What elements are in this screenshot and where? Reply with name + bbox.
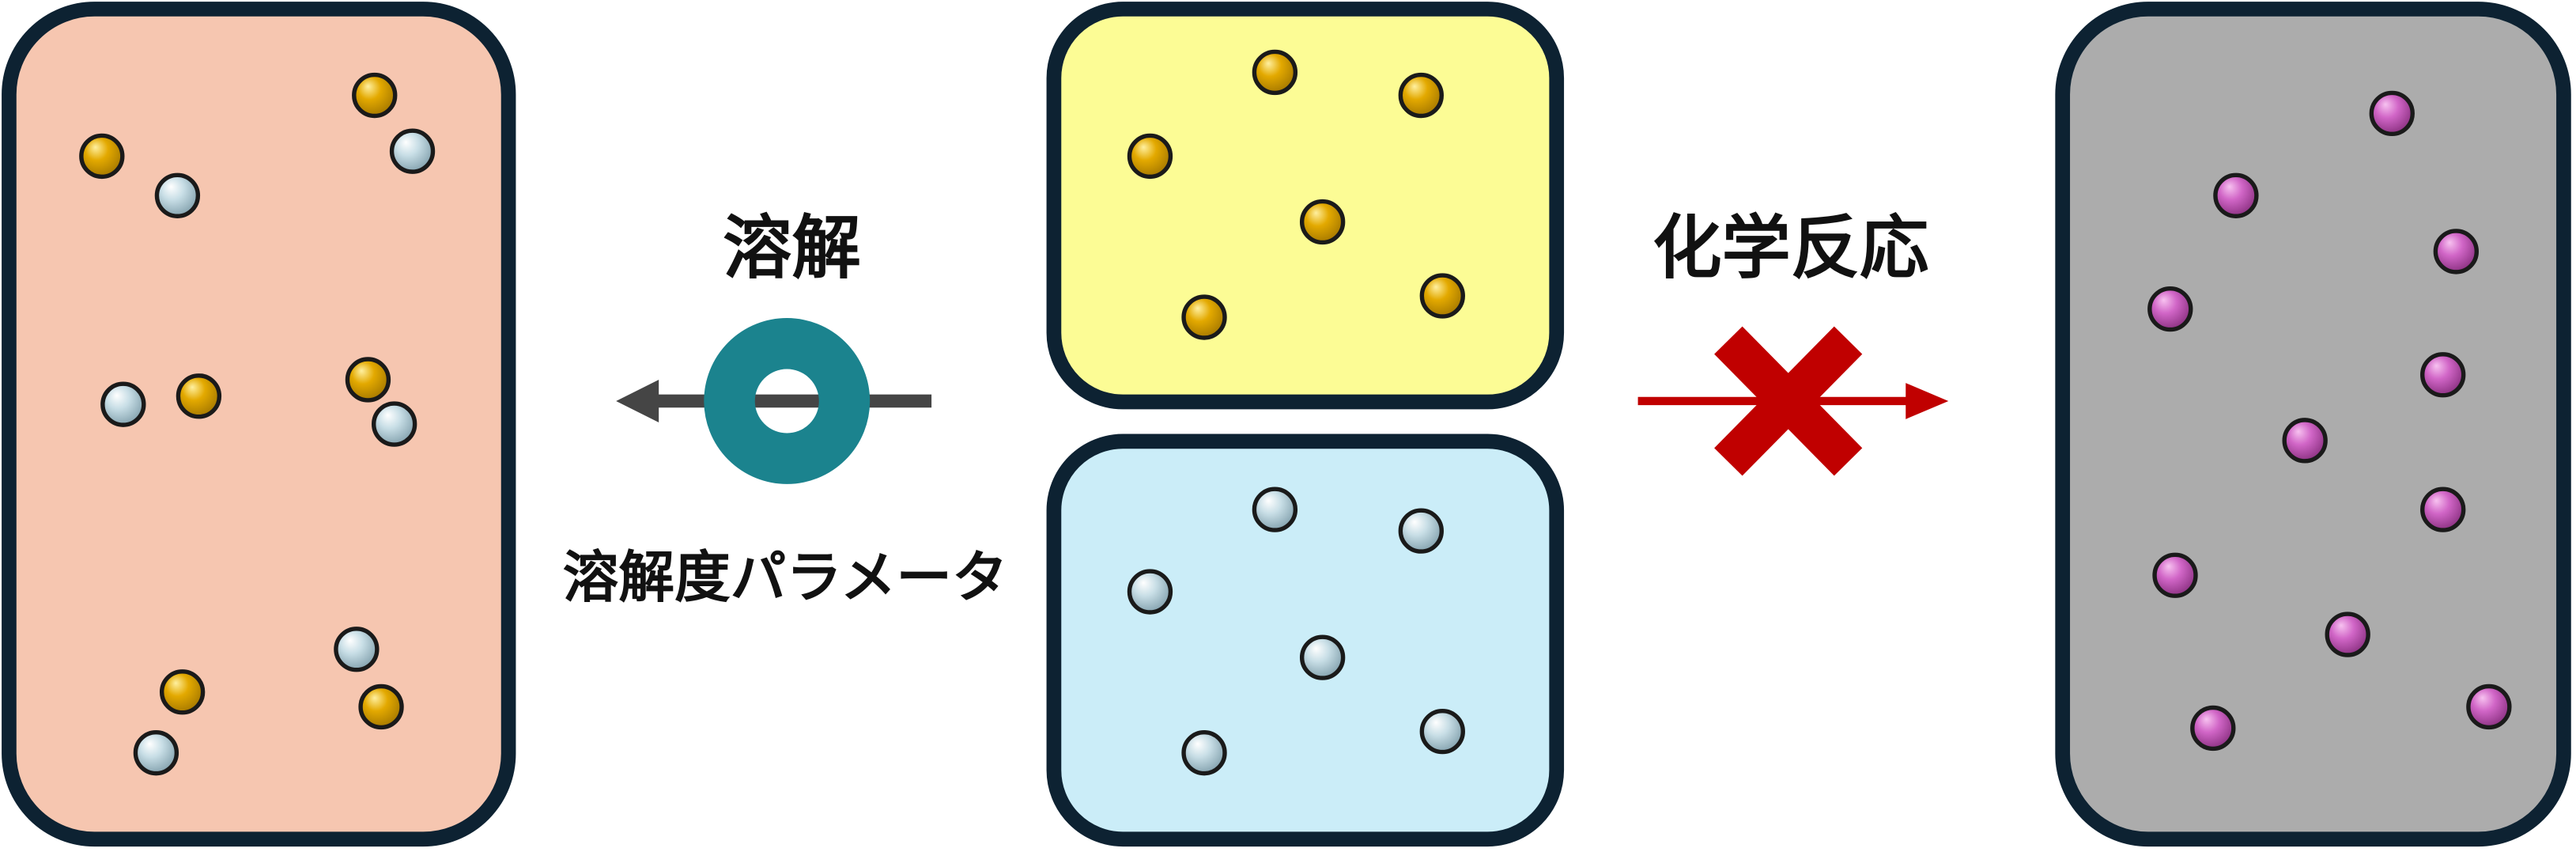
purple-particle: [2152, 552, 2198, 598]
dissolution-label: 溶解: [723, 208, 861, 289]
gold-particle: [345, 357, 391, 403]
purple-particle: [2190, 705, 2236, 752]
silver-particle: [154, 172, 201, 218]
bottom-middle-container: [1046, 434, 1565, 847]
purple-particle: [2369, 90, 2415, 137]
silver-particle: [1299, 634, 1346, 680]
silver-particle: [133, 729, 179, 776]
gold-particle: [358, 683, 404, 730]
purple-particle: [2325, 612, 2370, 657]
purple-particle: [2433, 229, 2479, 275]
cross-stroke-b: [1714, 326, 1863, 476]
dissolution-arrow-head: [616, 379, 659, 423]
top-middle-container-particles: [1127, 49, 1465, 340]
silver-particle: [1127, 569, 1173, 615]
bottom-middle-container-particles: [1127, 487, 1465, 776]
purple-particle: [2282, 418, 2328, 464]
chemical-reaction-label: 化学反応: [1652, 208, 1928, 289]
ring-icon: [704, 318, 871, 484]
cross-icon: [1714, 326, 1863, 476]
solubility-parameter-label: 溶解度パラメータ: [563, 544, 1008, 610]
gold-particle: [1127, 133, 1173, 180]
gold-particle: [79, 133, 125, 180]
gold-particle: [1398, 72, 1444, 119]
gold-particle: [1299, 199, 1346, 245]
top-middle-container: [1046, 2, 1565, 410]
gold-particle: [352, 72, 398, 119]
left-container-particles: [79, 72, 436, 776]
purple-particle: [2466, 683, 2512, 730]
gold-particle: [159, 669, 206, 715]
silver-particle: [389, 128, 436, 174]
silver-particle: [1419, 708, 1465, 755]
silver-particle: [334, 627, 380, 672]
purple-particle: [2147, 286, 2193, 332]
reaction-arrow-head: [1906, 383, 1949, 419]
purple-particle: [2420, 487, 2466, 532]
gold-particle: [1181, 294, 1227, 340]
purple-particle: [2213, 172, 2259, 218]
left-container: [2, 2, 516, 847]
right-container-particles: [2147, 90, 2512, 752]
silver-particle: [371, 401, 417, 447]
gold-particle: [1252, 49, 1298, 96]
silver-particle: [1252, 487, 1298, 532]
dissolution-arrow: [616, 379, 932, 423]
silver-particle: [100, 381, 146, 427]
silver-particle: [1181, 729, 1227, 776]
gold-particle: [1419, 273, 1465, 319]
silver-particle: [1398, 508, 1444, 554]
gold-particle: [176, 373, 222, 419]
purple-particle: [2420, 352, 2466, 398]
particles: [79, 49, 2512, 776]
